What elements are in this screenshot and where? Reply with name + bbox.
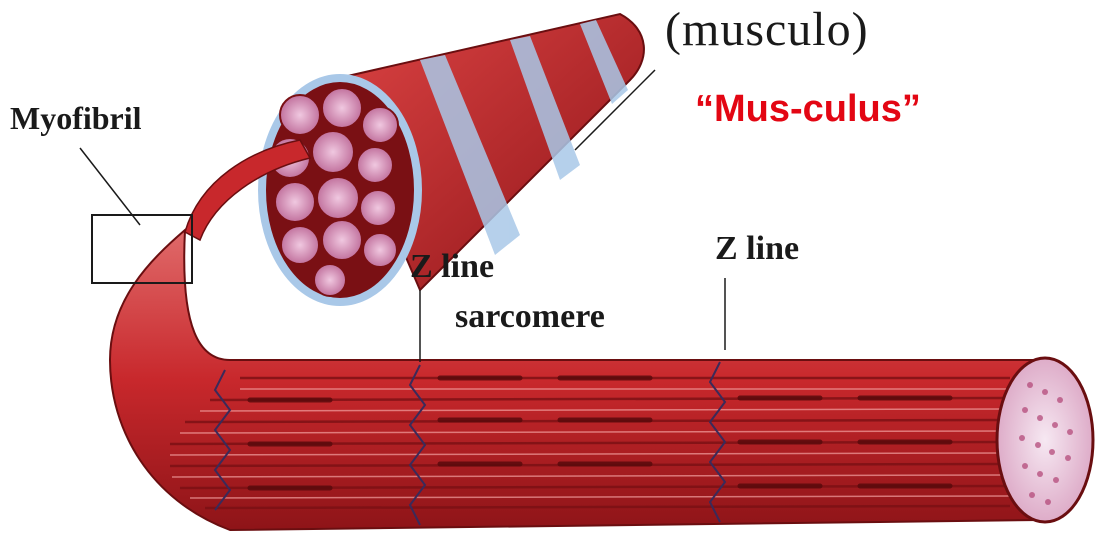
label-myofibril: Myofibril xyxy=(10,100,142,137)
label-sarcomere: sarcomere xyxy=(455,298,605,336)
myofibril-end-cap xyxy=(997,358,1093,522)
label-z-line-right: Z line xyxy=(715,230,799,268)
label-z-line-left: Z line xyxy=(410,248,494,286)
myofibril-cylinder xyxy=(110,230,1040,530)
subtitle-mus-culus: “Mus-culus” xyxy=(695,88,921,131)
myofibril-pointer xyxy=(80,148,140,225)
title-fragment: (musculo) xyxy=(665,2,869,57)
